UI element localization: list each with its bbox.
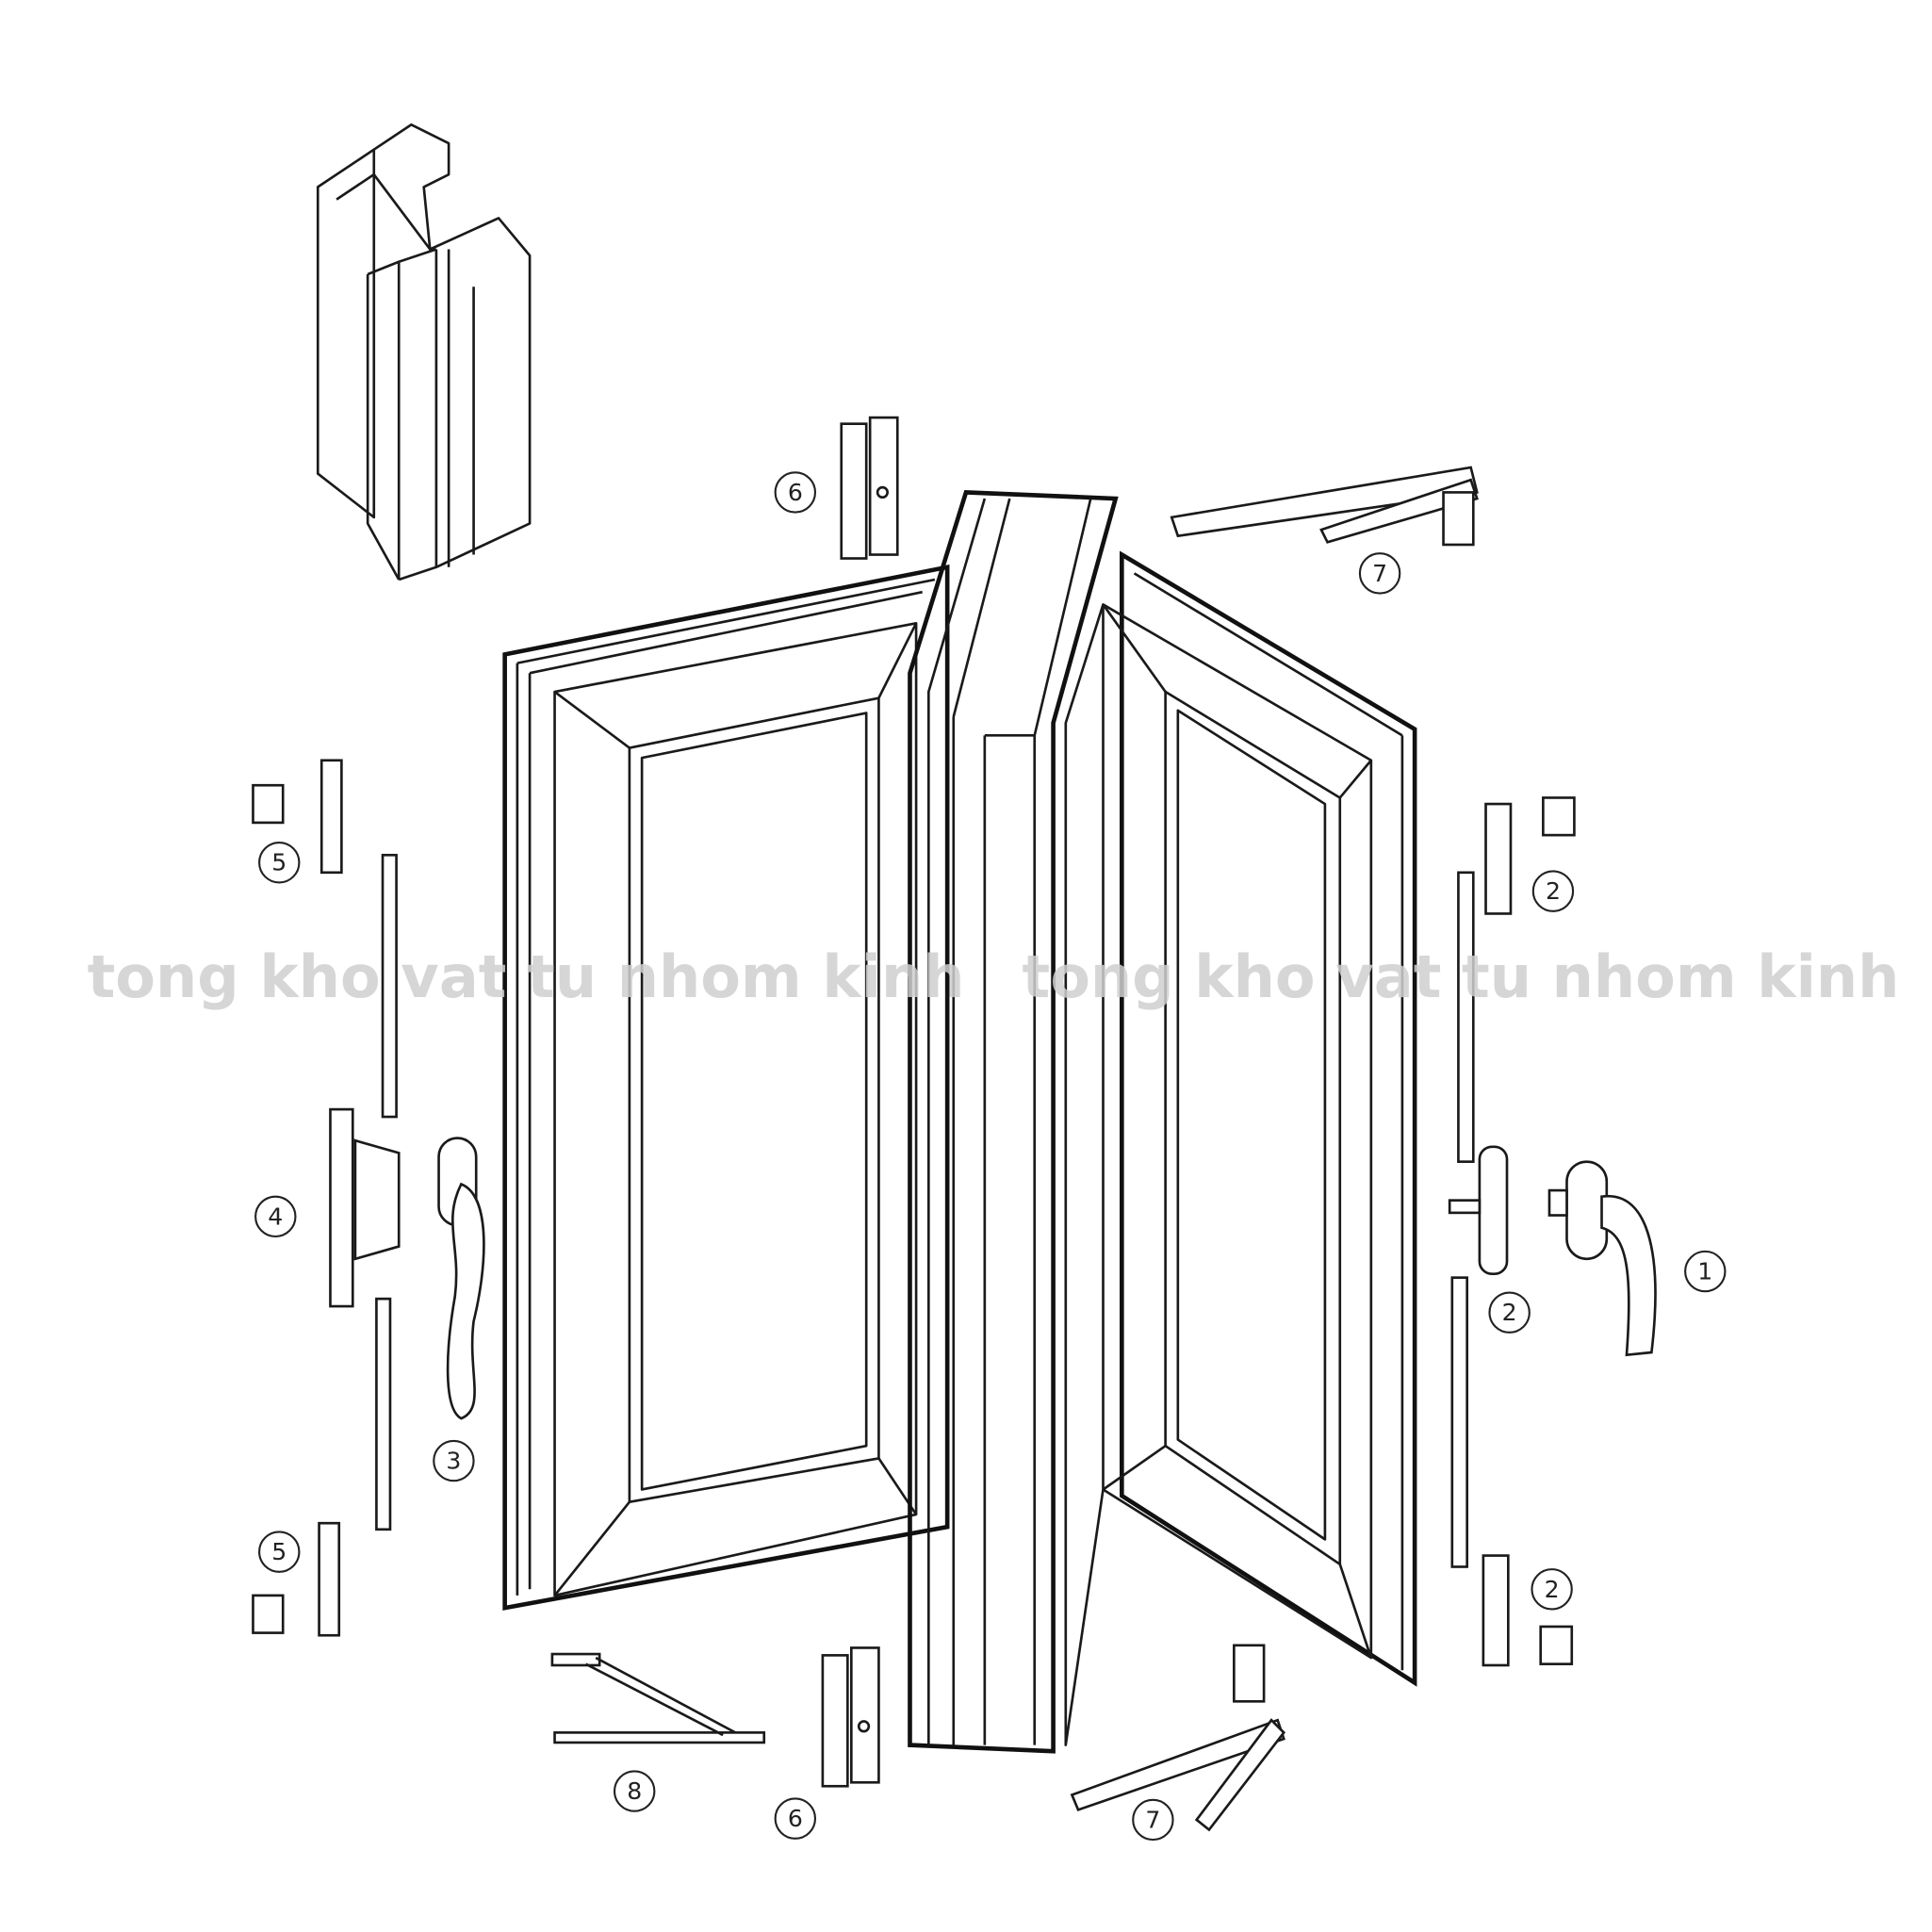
callout-friction-stay-top: 7 — [1358, 552, 1401, 595]
svg-text:5: 5 — [271, 1538, 287, 1565]
svg-text:7: 7 — [1372, 560, 1387, 587]
svg-text:7: 7 — [1145, 1806, 1160, 1833]
callout-window-stay: 8 — [613, 1770, 656, 1812]
keeper-right-top — [1484, 796, 1576, 915]
window-stay — [550, 1652, 766, 1744]
aluminium-profile — [316, 123, 532, 581]
watermark-left: tong kho vat tu nhom kinh — [88, 942, 965, 1011]
espag-gear-right — [1448, 1145, 1509, 1275]
callout-keeper-right-bottom: 2 — [1531, 1568, 1573, 1611]
espag-rod-left-bottom — [375, 1297, 392, 1531]
svg-text:2: 2 — [1546, 877, 1561, 905]
watermark-right: tong kho vat tu nhom kinh — [1023, 942, 1900, 1011]
svg-text:6: 6 — [788, 479, 803, 506]
svg-text:2: 2 — [1545, 1576, 1560, 1603]
callout-gear-lock: 4 — [254, 1195, 297, 1238]
friction-stay-bottom — [1070, 1644, 1286, 1832]
gear-lock — [329, 1107, 401, 1308]
keeper-left-bottom — [252, 1521, 341, 1637]
callout-keeper-left-bottom: 5 — [258, 1531, 301, 1573]
svg-text:2: 2 — [1502, 1299, 1517, 1326]
callout-handle-right: 1 — [1684, 1250, 1727, 1293]
callout-hinge-top: 6 — [774, 471, 817, 514]
left-sash — [502, 564, 950, 1611]
friction-stay-top — [1170, 466, 1479, 547]
callout-espag-right: 2 — [1488, 1291, 1531, 1334]
svg-text:8: 8 — [627, 1777, 642, 1805]
keeper-right-bottom — [1482, 1554, 1574, 1667]
svg-text:1: 1 — [1697, 1258, 1712, 1285]
callout-keeper-right-top: 2 — [1531, 870, 1575, 912]
espag-rod-left-top — [381, 853, 398, 1119]
center-mullion — [908, 490, 1119, 1754]
espag-rod-right-top — [1457, 871, 1475, 1163]
svg-text:4: 4 — [268, 1203, 283, 1230]
espag-rod-right-bottom — [1450, 1276, 1468, 1568]
svg-text:3: 3 — [446, 1448, 461, 1475]
hinge-top — [840, 416, 899, 560]
svg-text:5: 5 — [271, 849, 287, 876]
handle-left — [437, 1137, 485, 1420]
callout-handle-left: 3 — [433, 1439, 475, 1482]
hinge-bottom — [821, 1646, 880, 1788]
keeper-left-top — [252, 759, 343, 875]
right-sash — [1064, 550, 1417, 1746]
handle-right — [1547, 1160, 1657, 1357]
callout-keeper-left-top: 5 — [258, 842, 301, 884]
callout-hinge-bottom: 6 — [774, 1797, 817, 1840]
callout-friction-stay-bottom: 7 — [1132, 1798, 1174, 1842]
svg-text:6: 6 — [788, 1805, 803, 1832]
